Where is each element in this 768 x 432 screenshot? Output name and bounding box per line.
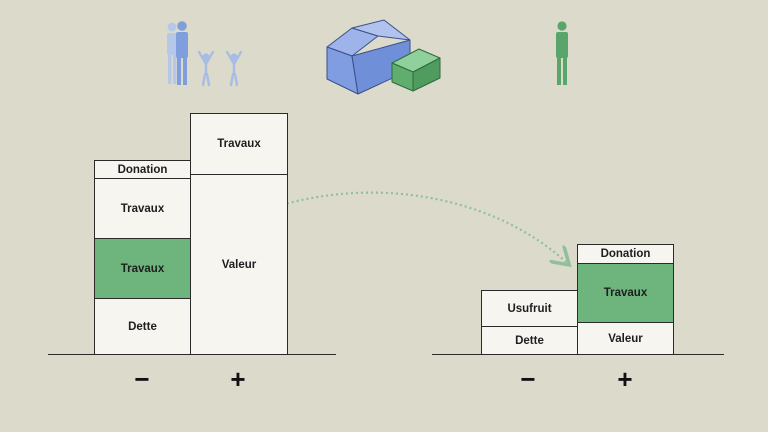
- right-minus-sign: −: [520, 364, 536, 394]
- box-label: Valeur: [608, 332, 643, 345]
- right-minus-dette-box: Dette: [481, 326, 578, 355]
- box-label: Travaux: [603, 287, 648, 299]
- right-plus-donation-box: Donation: [577, 244, 674, 264]
- box-label: Travaux: [120, 202, 165, 215]
- right-plus-valeur-box: Valeur: [577, 322, 674, 355]
- right-plus-travaux-highlight-box: Travaux: [577, 263, 674, 323]
- box-label: Valeur: [221, 258, 257, 271]
- right-minus-usufruit-box: Usufruit: [481, 290, 578, 327]
- box-label: Dette: [515, 334, 544, 347]
- box-label: Donation: [117, 163, 168, 176]
- left-plus-valeur-box: Valeur: [190, 174, 288, 355]
- house-with-extension-icon: [326, 19, 441, 95]
- box-label: Travaux: [120, 262, 165, 275]
- right-plus-sign: +: [617, 364, 633, 394]
- box-label: Dette: [128, 320, 157, 333]
- left-plus-travaux-box: Travaux: [190, 113, 288, 175]
- left-minus-travaux-box: Travaux: [94, 178, 191, 239]
- left-plus-sign: +: [230, 364, 246, 394]
- box-label: Usufruit: [507, 302, 552, 315]
- single-person-icon: [556, 21, 568, 85]
- box-label: Donation: [600, 248, 651, 260]
- left-minus-donation-box: Donation: [94, 160, 191, 179]
- left-minus-sign: −: [134, 364, 150, 394]
- family-icon: [167, 21, 243, 87]
- box-label: Travaux: [217, 138, 261, 150]
- left-minus-travaux-highlight-box: Travaux: [94, 238, 191, 299]
- left-minus-dette-box: Dette: [94, 298, 191, 355]
